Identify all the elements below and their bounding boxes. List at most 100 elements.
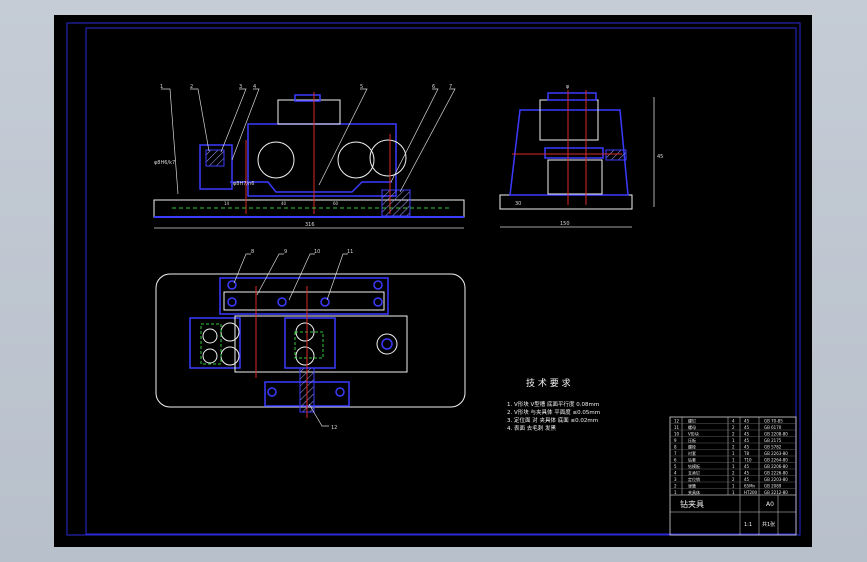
top-hole-2 [227,297,237,307]
front-top-clamp [277,99,341,125]
top-right-knob-core [381,338,393,350]
leader-3 [220,88,247,153]
front-small-dim-c: 60 [333,201,339,206]
tech-item-4: 4. 表面 去毛刺 发黑 [507,424,556,432]
title-row-cell: 45 [744,431,750,436]
title-row-cell: 4 [732,418,735,423]
tech-item-2: 2. V形块 与夹具体 平面度 ≤0.05mm [507,408,600,416]
title-row-cell: 弹簧 [688,482,696,488]
title-row-cell: GB 2089 [764,483,782,488]
top-left-ring-a [202,328,218,344]
leader-9 [256,253,284,296]
fit-label-left: φ8H6/k7 [154,160,175,166]
leader-1 [161,88,179,195]
top-hole-4 [320,297,330,307]
top-green-center-b [294,331,324,359]
title-row-cell: 4 [674,470,677,475]
callout-12: 12 [331,425,337,431]
title-row-cell: 6 [674,457,677,462]
front-roller [369,139,407,177]
front-top-knob [294,94,321,102]
side-knob [605,149,627,161]
leader-12 [308,403,329,427]
title-row-cell: 45 [744,444,750,449]
side-lower-block [547,159,603,195]
title-row-cell: 2 [732,470,735,475]
title-row-cell: GB 70-85 [764,418,783,423]
leader-2 [190,88,210,152]
front-left-hatch [205,149,225,167]
tech-item-3: 3. 定位面 对 夹具体 底面 ≤0.02mm [507,416,598,424]
top-right-knob [376,333,398,355]
title-row-cell: 夹具体 [688,489,700,495]
title-row-cell: 45 [744,470,750,475]
top-left-ring-b [202,348,218,364]
title-row-cell: 螺母 [688,424,696,430]
title-row-cell: GB 2203-80 [764,477,788,482]
title-row-cell: 钻模板 [688,463,700,469]
title-row-cell: 2 [732,444,735,449]
tech-title: 技 术 要 求 [526,377,571,389]
front-view: 316 14 40 60 φ8H6/k7 φ8H7/n6 [153,92,465,229]
callout-4: 4 [253,84,256,90]
title-row-cell: 1 [732,451,735,456]
technical-requirements: 技 术 要 求 1. V形块 V型槽 底面平行度 0.08mm 2. V形块 与… [507,377,600,432]
title-row-cell: 1 [674,490,677,495]
top-bottom-hole-left [267,387,277,397]
top-left-vblock [189,317,241,369]
top-hole-5 [373,280,383,290]
title-row-cell: 2 [732,477,735,482]
tech-item-1: 1. V形块 V型槽 底面平行度 0.08mm [507,400,599,408]
top-workpiece-ring-d [295,346,315,366]
title-row-cell: 2 [732,431,735,436]
title-row-cell: 11 [674,425,680,430]
callout-3: 3 [239,84,242,90]
side-body [509,109,629,196]
fit-label-middle: φ8H7/n6 [233,181,254,187]
outer-border [66,22,801,536]
title-row-cell: GB 2263-80 [764,451,788,456]
title-row-cell: 45 [744,464,750,469]
leader-7 [399,88,456,193]
title-row-cell: 5 [674,464,677,469]
title-row-cell: 钻套 [688,456,696,462]
title-row-cell: 衬套 [688,450,696,456]
title-block-frame [669,416,797,536]
top-hole-3 [277,297,287,307]
title-row-cell: GB 2206-80 [764,464,788,469]
side-bottom-dim: 30 [515,201,521,207]
title-row-cell: 定位销 [688,476,700,482]
title-row-cell: 2 [674,483,677,488]
title-row-cell: 1 [732,457,735,462]
front-workpiece-left [257,141,295,179]
side-right-dim: 45 [657,154,663,160]
title-row-cell: 1 [732,490,735,495]
top-workpiece-plate [234,315,408,373]
title-row-cell: 支承钉 [688,469,700,475]
callout-7: 7 [449,84,452,90]
title-row-cell: 1 [732,464,735,469]
top-bottom-hole-right [335,387,345,397]
top-hole-6 [373,297,383,307]
leader-4 [231,88,260,161]
side-width-dim: 150 [560,221,570,227]
title-row-cell: GB 6170 [764,425,782,430]
title-row-cell: V形块 [688,430,699,436]
top-hole-1 [227,280,237,290]
title-row-cell: 45 [744,477,750,482]
title-row-cell: T8 [743,451,749,456]
title-row-cell: 45 [744,425,750,430]
callout-1: 1 [160,84,163,90]
callout-5: 5 [360,84,363,90]
title-row-cell: 8 [674,444,677,449]
leader-11 [326,253,348,301]
title-row-cell: HT200 [744,490,758,495]
title-row-cell: GB 2208-80 [764,431,788,436]
title-row-cell: 45 [744,418,750,423]
title-row-cell: GB 2212-80 [764,490,788,495]
title-row-cell: 9 [674,438,677,443]
